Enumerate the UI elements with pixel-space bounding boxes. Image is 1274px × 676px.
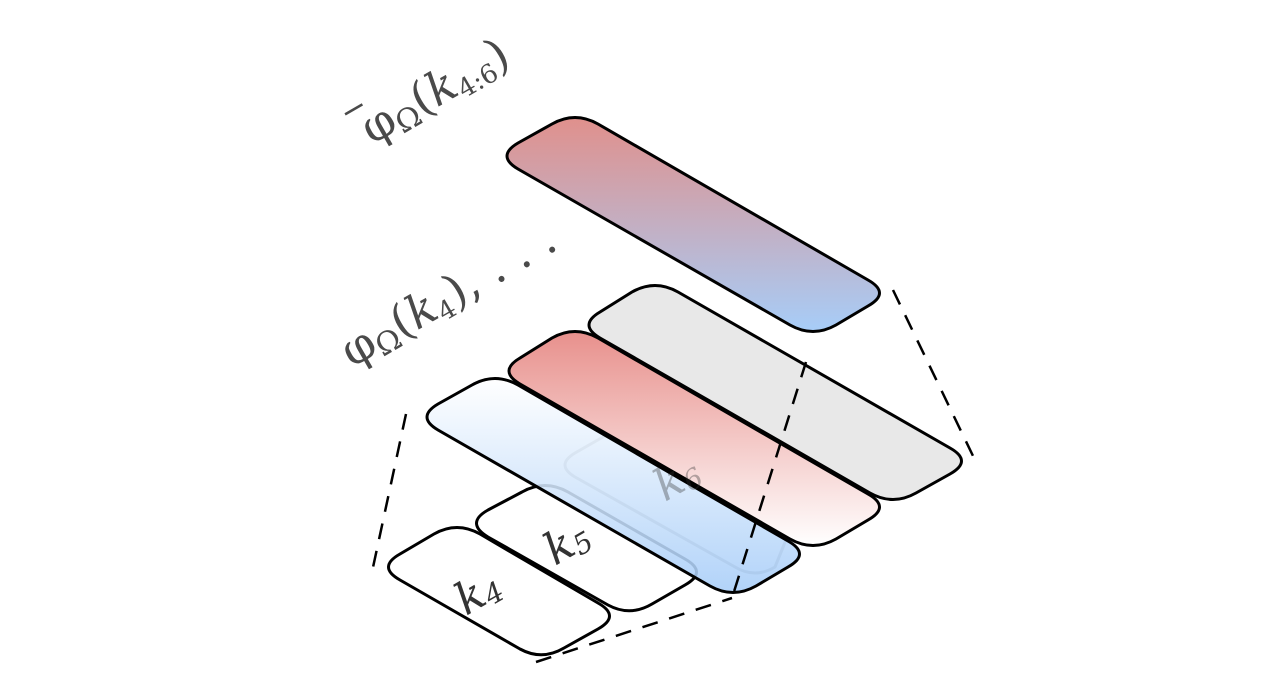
dash-right (891, 289, 976, 459)
pooled-embedding-label: φΩ(k4:6) (344, 26, 520, 157)
dash-left (370, 413, 408, 573)
axis-labels: φΩ(k4:6) φΩ(k4), . . . (331, 26, 566, 377)
pooled-embedding-panel (505, 116, 881, 333)
pooled-bar (344, 103, 364, 116)
embedding-panel-red (507, 330, 881, 547)
token-box-k4 (387, 526, 611, 657)
pooling-dashed-lines (370, 289, 976, 664)
svg-text:φΩ(k4:6): φΩ(k4:6) (351, 26, 520, 157)
dash-bottom-left (535, 596, 733, 664)
embedding-panel-blue (425, 377, 801, 594)
embedding-panel-gray (587, 284, 963, 501)
dash-middle (730, 361, 808, 599)
embedding-panels (425, 284, 963, 594)
